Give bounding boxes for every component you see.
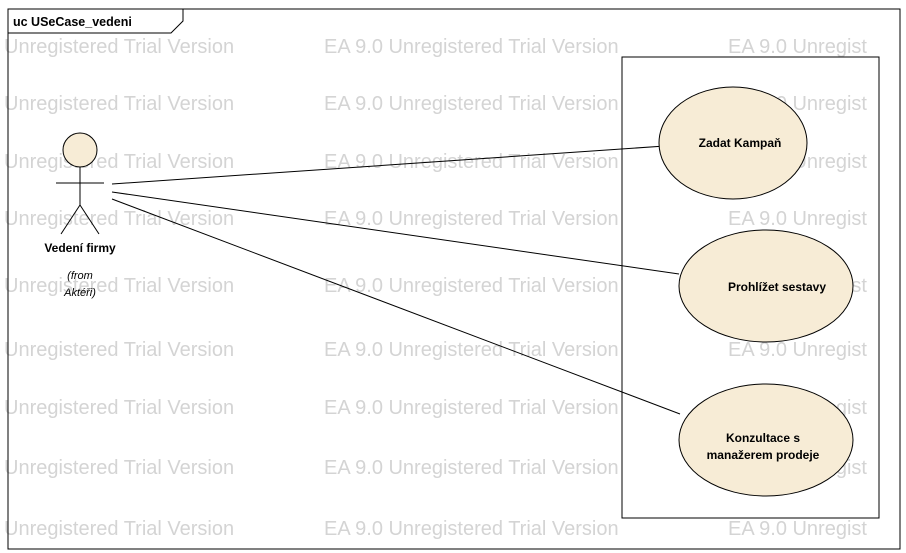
use-case-ellipse (658, 86, 808, 200)
use-case-ellipse (678, 383, 854, 497)
watermark-text: Unregistered Trial Version (4, 457, 234, 479)
watermark-text: Unregistered Trial Version (4, 518, 234, 540)
actor-head (62, 132, 98, 168)
watermark-text: EA 9.0 Unregistered Trial Version (324, 397, 619, 419)
association-konzultace[interactable] (111, 198, 681, 415)
use-case-prohlizet-sestavy[interactable]: Prohlížet sestavy (678, 229, 854, 343)
watermark-text: EA 9.0 Unregistered Trial Version (324, 208, 619, 230)
watermark-text: EA 9.0 Unregistered Trial Version (324, 275, 619, 297)
watermark-text: EA 9.0 Unregistered Trial Version (324, 151, 619, 173)
watermark-text: EA 9.0 Unregistered Trial Version (324, 36, 619, 58)
watermark-text: Unregistered Trial Version (4, 151, 234, 173)
use-case-konzultace[interactable]: Konzultace s manažerem prodeje (678, 383, 854, 497)
actor-note-line1: (from (67, 270, 93, 282)
use-case-label: Prohlížet sestavy (728, 280, 826, 294)
use-case-ellipse (678, 229, 854, 343)
diagram-frame (7, 8, 901, 550)
watermark-text: EA 9.0 Unregistered Trial Version (324, 457, 619, 479)
watermark-text: Unregistered Trial Version (4, 93, 234, 115)
use-case-label: Zadat Kampaň (699, 136, 782, 150)
watermark-text: EA 9.0 Unregist (728, 518, 867, 540)
watermark-text: EA 9.0 Unregistered Trial Version (324, 93, 619, 115)
watermark-text: EA 9.0 Unregistered Trial Version (324, 518, 619, 540)
watermark-text: Unregistered Trial Version (4, 208, 234, 230)
actor-note-line2: Aktéři) (63, 287, 96, 299)
watermark-text: EA 9.0 Unregist (728, 36, 867, 58)
watermark-text: EA 9.0 Unregist (728, 339, 867, 361)
frame-title-tab (8, 9, 184, 34)
association-zadat-kampan[interactable] (111, 145, 666, 185)
frame-title: uc USeCase_vedeni (13, 15, 132, 29)
actor-vedeni-firmy[interactable]: Vedení firmy (from Aktéři) (44, 132, 116, 299)
watermark-text: Unregistered Trial Version (4, 275, 234, 297)
actor-left-leg (60, 204, 81, 235)
system-boundary[interactable] (621, 56, 880, 519)
use-case-label-line1: Konzultace s (726, 431, 800, 445)
association-prohlizet-sestavy[interactable] (111, 191, 680, 275)
use-case-label-line2: manažerem prodeje (707, 448, 820, 462)
actor-right-leg (79, 204, 100, 235)
watermark-text: Unregistered Trial Version (4, 36, 234, 58)
use-case-zadat-kampan[interactable]: Zadat Kampaň (658, 86, 808, 200)
watermark-text: Unregistered Trial Version (4, 397, 234, 419)
watermark-text: EA 9.0 Unregistered Trial Version (324, 339, 619, 361)
watermark-text: EA 9.0 Unregist (728, 208, 867, 230)
watermark-text: Unregistered Trial Version (4, 339, 234, 361)
actor-name: Vedení firmy (44, 241, 116, 255)
